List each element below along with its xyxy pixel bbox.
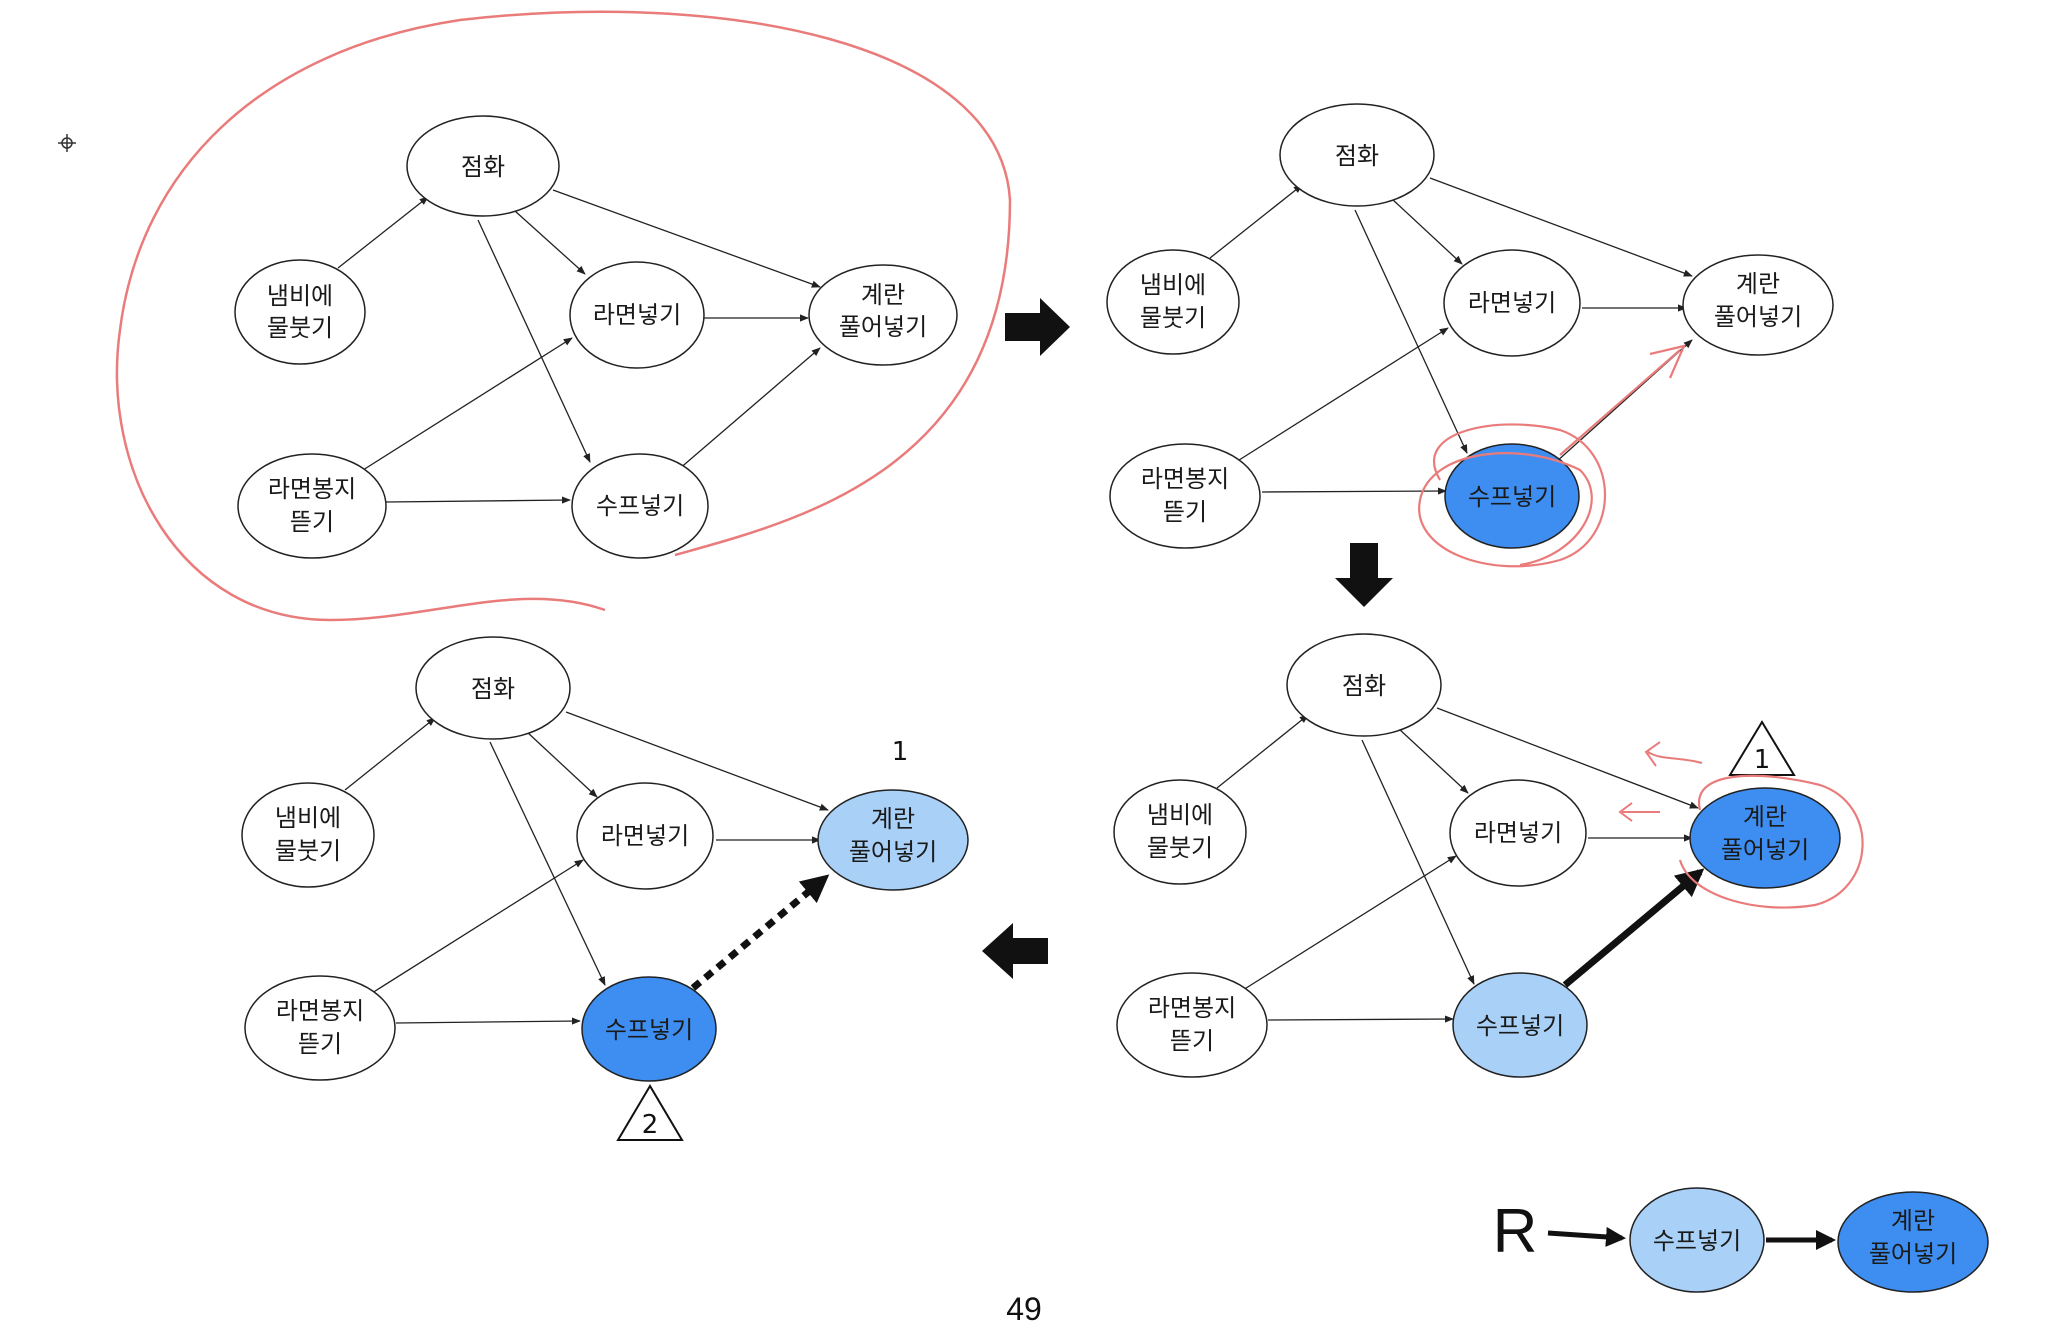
node-label: 계란 xyxy=(861,281,905,309)
red-scribble xyxy=(1418,423,1606,568)
node-open-packet: 라면봉지 뜯기 xyxy=(237,453,387,559)
node-label: 점화 xyxy=(1335,142,1379,170)
graph-2: 점화 냄비에 물붓기 라면넣기 계란 풀어넣기 라면봉지 뜯기 수프넣기 xyxy=(1106,103,1834,568)
node-beat-egg-visited: 계란 풀어넣기 xyxy=(817,789,969,891)
left-arrow-icon xyxy=(982,923,1048,979)
node-pour-water: 냄비에 물붓기 xyxy=(1113,779,1247,885)
node-label: 뜯기 xyxy=(1163,498,1207,526)
node-label: 라면봉지 xyxy=(1141,465,1229,493)
node-label: 라면넣기 xyxy=(593,301,681,329)
node-ignite: 점화 xyxy=(415,636,571,740)
node-label: 라면넣기 xyxy=(1474,819,1562,847)
node-label: 라면봉지 xyxy=(268,475,356,503)
red-back-arrow xyxy=(1618,802,1660,822)
node-label: 냄비에 xyxy=(275,804,341,832)
node-pour-water: 냄비에 물붓기 xyxy=(241,782,375,888)
node-add-soup-highlighted: 수프넣기 xyxy=(1444,443,1580,549)
node-label: 라면봉지 xyxy=(276,997,364,1025)
node-label: 풀어넣기 xyxy=(839,313,927,341)
node-label: 뜯기 xyxy=(290,508,334,536)
triangle-marker-2: 2 xyxy=(616,1084,684,1141)
down-arrow-icon xyxy=(1335,543,1393,607)
graph-3: 점화 냄비에 물붓기 라면넣기 계란 풀어넣기 라면봉지 뜯기 수프넣기 1 xyxy=(1113,633,1864,1078)
sequence-node-egg: 계란 풀어넣기 xyxy=(1837,1191,1989,1293)
triangle-marker-1: 1 xyxy=(1728,720,1796,776)
node-label: 풀어넣기 xyxy=(1869,1240,1957,1268)
node-label: 라면넣기 xyxy=(601,822,689,850)
node-pour-water: 냄비에 물붓기 xyxy=(234,259,366,365)
page-number: 49 xyxy=(1006,1291,1042,1327)
root-label: R xyxy=(1493,1197,1538,1266)
node-label: 계란 xyxy=(1891,1207,1935,1235)
sequence-node-soup: 수프넣기 xyxy=(1629,1187,1765,1293)
node-label: 물붓기 xyxy=(1147,834,1213,862)
node-label: 계란 xyxy=(871,805,915,833)
node-add-soup-highlighted: 수프넣기 xyxy=(581,976,717,1082)
order-label: 1 xyxy=(892,737,909,767)
node-add-soup-visited: 수프넣기 xyxy=(1452,972,1588,1078)
node-label: 물붓기 xyxy=(275,837,341,865)
node-beat-egg: 계란 풀어넣기 xyxy=(1682,254,1834,356)
node-label: 냄비에 xyxy=(1147,801,1213,829)
node-add-noodle: 라면넣기 xyxy=(576,782,714,890)
graph-1: 점화 냄비에 물붓기 라면넣기 계란 풀어넣기 라면봉지 뜯기 수프넣기 xyxy=(234,115,958,559)
node-label: 수프넣기 xyxy=(1653,1227,1741,1255)
node-beat-egg-highlighted: 계란 풀어넣기 xyxy=(1689,787,1841,889)
node-label: 뜯기 xyxy=(1170,1027,1214,1055)
node-label: 냄비에 xyxy=(267,282,333,310)
result-sequence: R 수프넣기 계란 풀어넣기 xyxy=(1493,1187,1989,1293)
node-add-noodle: 라면넣기 xyxy=(1443,249,1581,357)
node-label: 계란 xyxy=(1743,803,1787,831)
node-add-noodle: 라면넣기 xyxy=(569,261,705,369)
node-open-packet: 라면봉지 뜯기 xyxy=(244,975,396,1081)
red-arrow xyxy=(1559,344,1686,456)
node-label: 수프넣기 xyxy=(1468,483,1556,511)
node-ignite: 점화 xyxy=(1279,103,1435,207)
node-label: 점화 xyxy=(471,675,515,703)
node-add-noodle: 라면넣기 xyxy=(1449,779,1587,887)
node-label: 물붓기 xyxy=(1140,304,1206,332)
node-open-packet: 라면봉지 뜯기 xyxy=(1116,972,1268,1078)
node-label: 풀어넣기 xyxy=(1714,303,1802,331)
node-label: 냄비에 xyxy=(1140,271,1206,299)
node-label: 점화 xyxy=(461,153,505,181)
node-label: 수프넣기 xyxy=(1476,1012,1564,1040)
marker-label: 1 xyxy=(1754,745,1771,775)
node-label: 라면넣기 xyxy=(1468,289,1556,317)
red-back-arrow xyxy=(1644,741,1703,767)
graph-4: 점화 냄비에 물붓기 라면넣기 계란 풀어넣기 라면봉지 뜯기 수프넣기 1 xyxy=(241,636,969,1141)
node-ignite: 점화 xyxy=(406,115,560,217)
node-label: 수프넣기 xyxy=(596,492,684,520)
node-beat-egg: 계란 풀어넣기 xyxy=(808,264,958,366)
red-scribble xyxy=(1678,774,1864,909)
node-label: 라면봉지 xyxy=(1148,994,1236,1022)
crosshair-icon xyxy=(58,134,76,152)
marker-label: 2 xyxy=(642,1110,659,1140)
node-label: 수프넣기 xyxy=(605,1016,693,1044)
node-label: 계란 xyxy=(1736,270,1780,298)
node-label: 물붓기 xyxy=(267,314,333,342)
red-annotation-loop xyxy=(115,10,1012,622)
node-add-soup: 수프넣기 xyxy=(571,453,709,559)
node-label: 점화 xyxy=(1342,672,1386,700)
node-pour-water: 냄비에 물붓기 xyxy=(1106,249,1240,355)
right-arrow-icon xyxy=(1005,298,1070,356)
node-ignite: 점화 xyxy=(1286,633,1442,737)
node-label: 풀어넣기 xyxy=(849,838,937,866)
node-open-packet: 라면봉지 뜯기 xyxy=(1109,443,1261,549)
node-label: 뜯기 xyxy=(298,1030,342,1058)
node-label: 풀어넣기 xyxy=(1721,836,1809,864)
